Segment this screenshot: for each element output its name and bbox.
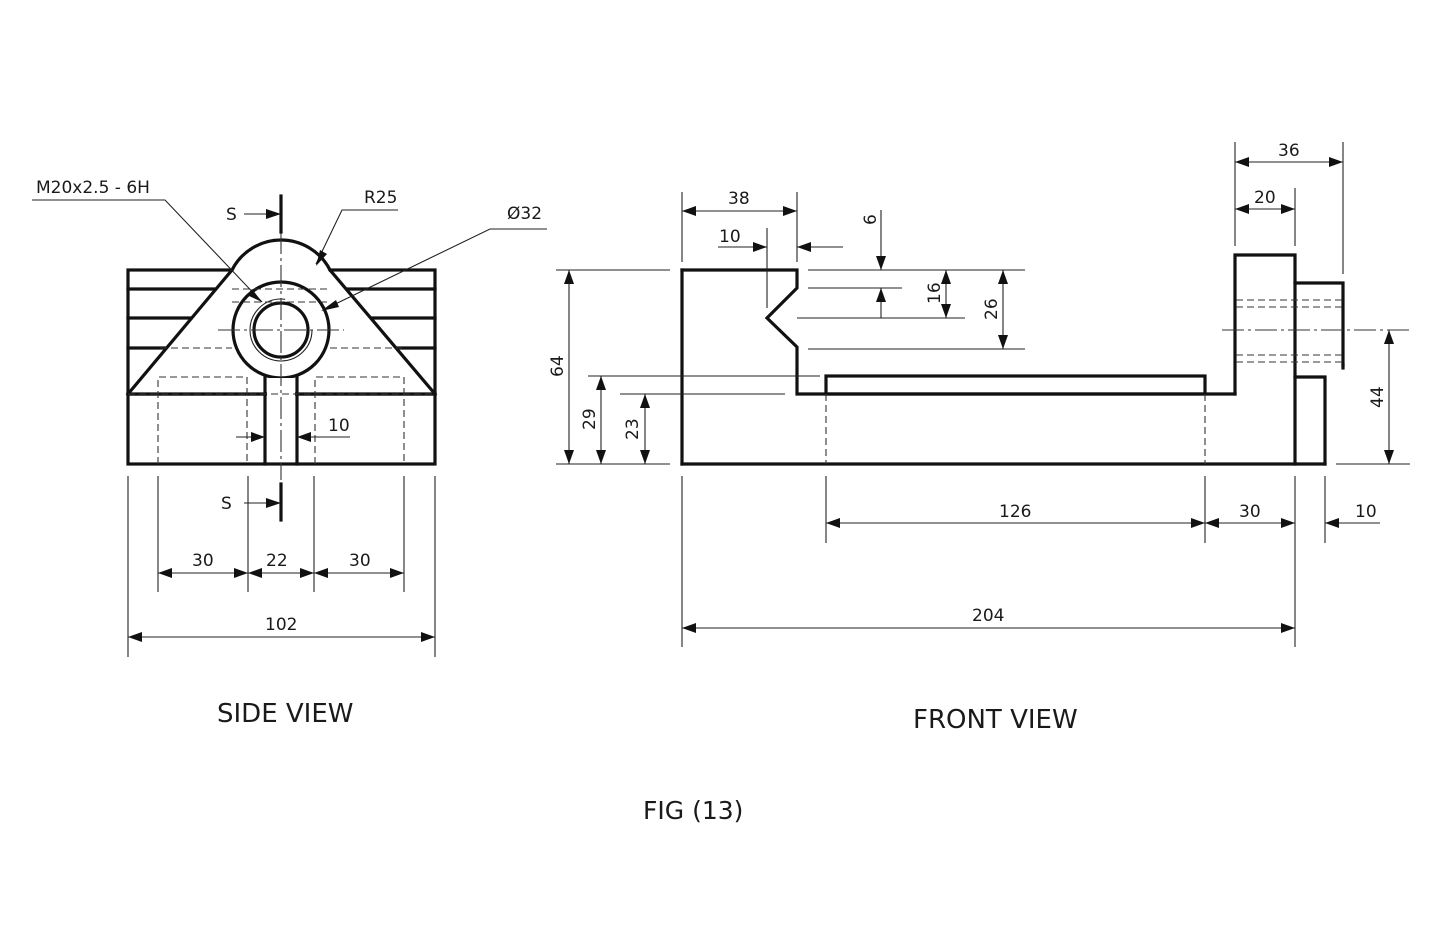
thread-leader — [32, 199, 263, 303]
dim-depth-26: 26 — [982, 298, 1002, 320]
dim-height-44: 44 — [1368, 386, 1388, 408]
front-view-title: FRONT VIEW — [913, 705, 1078, 735]
right-step — [1293, 375, 1327, 466]
side-right-flank — [327, 267, 438, 397]
thread-note: M20x2.5 - 6H — [36, 178, 150, 198]
dim-overall-204: 204 — [972, 606, 1004, 626]
diameter-leader — [322, 228, 547, 311]
dim-overall-102: 102 — [265, 615, 297, 635]
section-mark-top: S — [226, 205, 237, 225]
front-view: 64 29 23 38 10 6 — [548, 141, 1410, 735]
radius-leader — [315, 209, 398, 265]
dim-left-30: 30 — [192, 551, 214, 571]
dim-right-30: 30 — [349, 551, 371, 571]
dim-depth-16: 16 — [925, 282, 945, 304]
side-left-flank — [125, 267, 235, 397]
dim-slot-126: 126 — [999, 502, 1031, 522]
dim-width-10: 10 — [1355, 502, 1377, 522]
figure-caption: FIG (13) — [643, 796, 743, 825]
radius-note: R25 — [364, 188, 397, 208]
side-view: S S M20x2.5 - 6H R25 Ø32 10 30 — [32, 178, 547, 729]
section-mark-bottom: S — [221, 494, 232, 514]
dim-height-64: 64 — [548, 355, 568, 377]
side-view-title: SIDE VIEW — [217, 699, 353, 729]
dim-top-38: 38 — [728, 189, 750, 209]
dim-notch-10: 10 — [719, 227, 741, 247]
dim-boss-20: 20 — [1254, 188, 1276, 208]
boss-outline — [1233, 253, 1345, 396]
dim-boss-36: 36 — [1278, 141, 1300, 161]
dim-height-23: 23 — [623, 418, 643, 440]
dim-slot-width: 10 — [328, 416, 350, 436]
dim-height-29: 29 — [580, 408, 600, 430]
dim-depth-6: 6 — [861, 214, 881, 225]
diameter-note: Ø32 — [507, 204, 542, 224]
front-upper-profile — [680, 268, 1237, 396]
dim-width-30: 30 — [1239, 502, 1261, 522]
top-rail — [824, 374, 1207, 396]
dim-middle-22: 22 — [266, 551, 288, 571]
